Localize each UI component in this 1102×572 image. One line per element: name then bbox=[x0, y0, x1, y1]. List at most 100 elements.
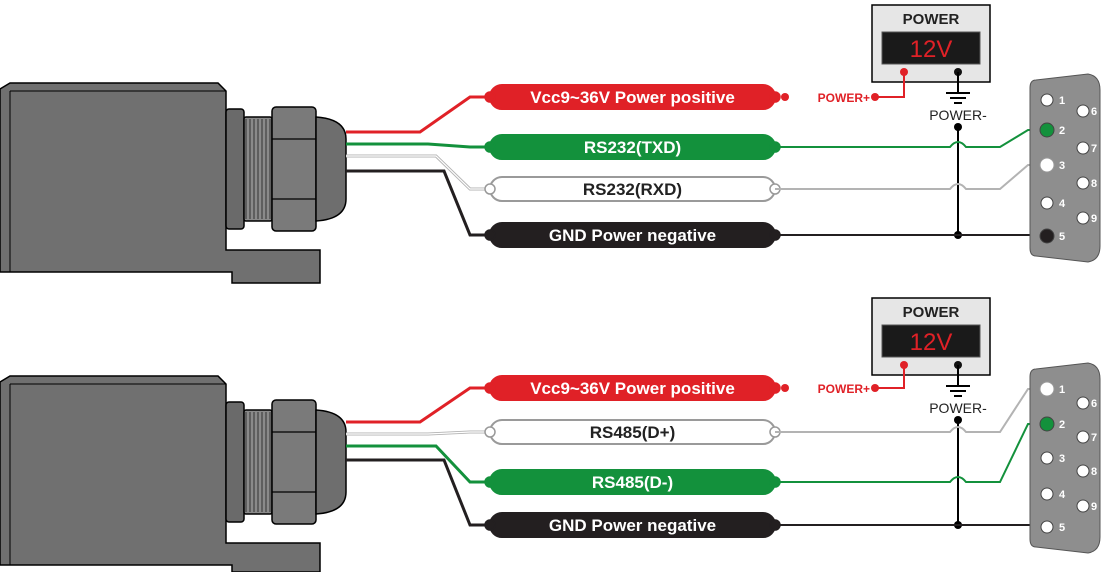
lead-white bbox=[775, 388, 1047, 433]
pin-9 bbox=[1076, 499, 1090, 513]
pin-2 bbox=[1039, 416, 1055, 432]
pin-number: 9 bbox=[1091, 501, 1097, 513]
wire-label-text: RS485(D-) bbox=[592, 473, 673, 492]
pin-number: 7 bbox=[1091, 432, 1097, 444]
pill-end bbox=[769, 382, 781, 394]
wire-label-2: RS232(TXD) bbox=[484, 134, 781, 160]
pin-8 bbox=[1076, 464, 1090, 478]
gland-cap bbox=[315, 116, 347, 222]
pin-number: 1 bbox=[1059, 95, 1065, 107]
lead-green bbox=[775, 129, 1047, 148]
pin-1 bbox=[1039, 381, 1055, 397]
plus-dot bbox=[871, 93, 879, 101]
pin-7 bbox=[1076, 430, 1090, 444]
pill-end bbox=[484, 183, 496, 195]
lead-green bbox=[775, 423, 1047, 483]
pin-number: 8 bbox=[1091, 466, 1097, 478]
sensor-body bbox=[0, 375, 321, 572]
pin-3 bbox=[1039, 157, 1055, 173]
pin-5 bbox=[1040, 520, 1054, 534]
pin-5 bbox=[1039, 228, 1055, 244]
wire-label-text: RS232(RXD) bbox=[583, 180, 682, 199]
pin-6 bbox=[1076, 104, 1090, 118]
wire-label-text: GND Power negative bbox=[549, 226, 716, 245]
pin-6 bbox=[1076, 396, 1090, 410]
pin-number: 2 bbox=[1059, 419, 1065, 431]
voltage-readout: 12V bbox=[910, 329, 953, 356]
pill-end bbox=[484, 426, 496, 438]
pin-1 bbox=[1040, 93, 1054, 107]
wire-core bbox=[346, 431, 490, 435]
pin-number: 6 bbox=[1091, 398, 1097, 410]
pin-number: 7 bbox=[1091, 143, 1097, 155]
wire-green bbox=[346, 444, 490, 484]
gland-nut bbox=[225, 108, 245, 230]
gland-hex bbox=[271, 399, 317, 525]
pill-end bbox=[484, 382, 496, 394]
ground-dot bbox=[954, 416, 962, 424]
cable-gland bbox=[225, 106, 347, 232]
voltage-readout: 12V bbox=[910, 36, 953, 63]
wire-label-4: GND Power negative bbox=[484, 512, 781, 538]
pin-4 bbox=[1040, 487, 1054, 501]
pin-4 bbox=[1040, 196, 1054, 210]
power-supply: POWER 12V bbox=[871, 4, 991, 83]
lead-white bbox=[775, 164, 1047, 190]
pin-number: 4 bbox=[1059, 489, 1066, 501]
sensor-housing bbox=[0, 82, 321, 284]
wire-label-text: Vcc9~36V Power positive bbox=[530, 379, 735, 398]
pill-end bbox=[484, 91, 496, 103]
pin-number: 4 bbox=[1059, 198, 1066, 210]
sensor-housing bbox=[0, 375, 321, 572]
wire-label-text: Vcc9~36V Power positive bbox=[530, 88, 735, 107]
pin-3 bbox=[1040, 451, 1054, 465]
gland-hex bbox=[271, 106, 317, 232]
psu-title: POWER bbox=[903, 11, 960, 28]
pill-end bbox=[484, 476, 496, 488]
cable-gland bbox=[225, 399, 347, 525]
wire-core bbox=[346, 155, 490, 190]
gland-cap bbox=[315, 409, 347, 515]
pin-number: 5 bbox=[1059, 231, 1065, 243]
sensor-body bbox=[0, 82, 321, 284]
psu-display bbox=[881, 31, 981, 65]
plus-dot bbox=[781, 384, 789, 392]
power-plus-label: POWER+ bbox=[818, 382, 870, 396]
pin-8 bbox=[1076, 176, 1090, 190]
pin-number: 1 bbox=[1059, 384, 1065, 396]
diagram-1: POWER 12V POWER+ POWER- Vcc9~36V Power posit… bbox=[0, 4, 1101, 284]
power-plus-label: POWER+ bbox=[818, 91, 870, 105]
pill-end bbox=[484, 229, 496, 241]
pill-end bbox=[484, 519, 496, 531]
pin-number: 8 bbox=[1091, 178, 1097, 190]
pin-number: 6 bbox=[1091, 106, 1097, 118]
wire-red bbox=[346, 95, 490, 134]
wire-label-4: GND Power negative bbox=[484, 222, 781, 248]
plus-dot bbox=[781, 93, 789, 101]
power-minus-label: POWER- bbox=[929, 400, 987, 416]
plus-dot bbox=[871, 384, 879, 392]
wire-label-3: RS485(D-) bbox=[484, 469, 781, 495]
pin-2 bbox=[1039, 122, 1055, 138]
wire-label-1: Vcc9~36V Power positive bbox=[484, 375, 781, 401]
wire-label-text: RS232(TXD) bbox=[584, 138, 681, 157]
psu-display bbox=[881, 324, 981, 358]
wire-black bbox=[346, 169, 490, 237]
pill-end bbox=[769, 91, 781, 103]
plus-lead bbox=[875, 72, 905, 98]
gland-nut bbox=[225, 401, 245, 523]
power-minus-label: POWER- bbox=[929, 107, 987, 123]
pin-7 bbox=[1076, 141, 1090, 155]
pill-end bbox=[484, 141, 496, 153]
wire-label-text: RS485(D+) bbox=[590, 423, 676, 442]
pin-number: 9 bbox=[1091, 213, 1097, 225]
wire-label-1: Vcc9~36V Power positive bbox=[484, 84, 781, 110]
wire-red bbox=[346, 386, 490, 424]
wire-green bbox=[346, 142, 490, 149]
pin-number: 2 bbox=[1059, 125, 1065, 137]
